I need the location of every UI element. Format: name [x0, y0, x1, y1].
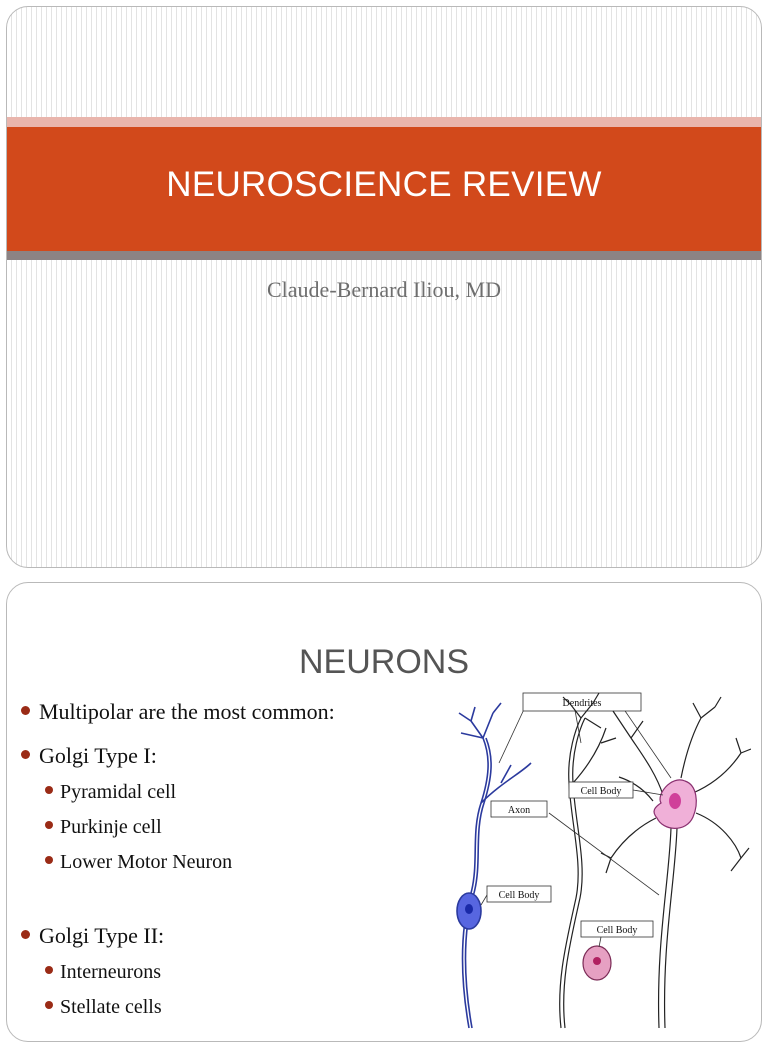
cell-body-label-left: Cell Body: [480, 885, 552, 906]
unipolar-neuron: [559, 692, 617, 1029]
multipolar-neuron: [600, 696, 751, 1029]
cell-body-label-right: Cell Body: [568, 781, 664, 799]
svg-text:Axon: Axon: [508, 805, 530, 816]
sub-bullet-item: Interneurons: [45, 961, 161, 984]
svg-text:Cell Body: Cell Body: [499, 890, 540, 901]
bullet-dot-icon: [45, 1001, 53, 1010]
title-band-bottom-stripe: [7, 251, 761, 260]
dendrites-label: Dendrites: [498, 692, 672, 779]
bullet-dot-icon: [21, 706, 30, 716]
sub-bullet-item: Lower Motor Neuron: [45, 851, 232, 874]
svg-text:Cell Body: Cell Body: [597, 925, 638, 936]
svg-text:Dendrites: Dendrites: [563, 698, 602, 709]
bullet-dot-icon: [45, 786, 53, 795]
slide-subtitle: Claude-Bernard Iliou, MD: [267, 277, 501, 302]
neurons-slide: NEURONS Multipolar are the most common: …: [6, 582, 762, 1042]
sub-bullet-item: Purkinje cell: [45, 816, 162, 839]
bullet-dot-icon: [21, 930, 30, 940]
sub-bullet-item: Pyramidal cell: [45, 781, 176, 804]
bullet-item: Golgi Type II:: [21, 923, 164, 949]
bullet-dot-icon: [21, 750, 30, 760]
bullet-dot-icon: [45, 821, 53, 830]
bipolar-neuron: [456, 702, 532, 1029]
bullet-item: Multipolar are the most common:: [21, 699, 335, 725]
svg-text:Cell Body: Cell Body: [581, 786, 622, 797]
cell-body-label-mid: Cell Body: [580, 920, 654, 948]
title-band: [7, 127, 761, 251]
bullet-item: Golgi Type I:: [21, 743, 157, 769]
slide-title: NEURONS: [298, 643, 470, 681]
bullet-dot-icon: [45, 856, 53, 865]
axon-label: Axon: [490, 800, 660, 896]
title-band-top-stripe: [7, 117, 761, 127]
bullet-dot-icon: [45, 966, 53, 975]
title-slide: NEUROSCIENCE REVIEW Claude-Bernard Iliou…: [6, 6, 762, 568]
neuron-diagram: Dendrites: [456, 692, 751, 1029]
sub-bullet-item: Stellate cells: [45, 996, 162, 1019]
slide-title: NEUROSCIENCE REVIEW: [166, 165, 602, 204]
